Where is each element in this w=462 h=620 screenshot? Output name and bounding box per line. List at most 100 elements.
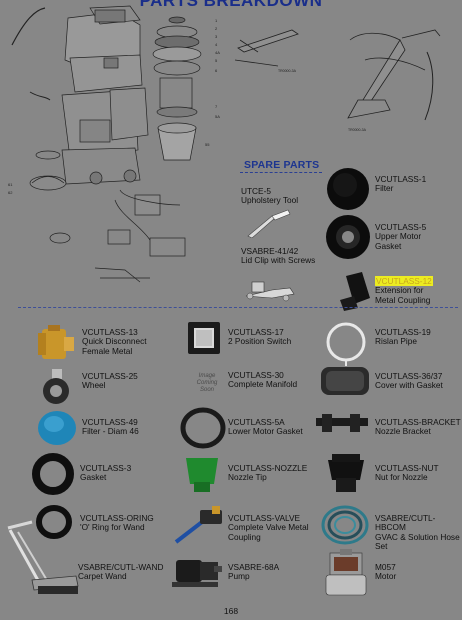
svg-text:3: 3 xyxy=(215,34,218,39)
svg-text:1: 1 xyxy=(215,18,218,23)
part-desc: Nozzle Bracket xyxy=(375,426,431,437)
part-desc: Filter - Diam 46 xyxy=(82,426,139,437)
part-desc: Carpet Wand xyxy=(78,571,127,582)
part-code: VCUTLASS-30 xyxy=(228,370,284,380)
page-number: 168 xyxy=(223,606,239,616)
part-desc: Upper Motor xyxy=(375,231,422,242)
filter-blue-icon xyxy=(38,411,76,445)
part-desc: GVAC & Solution Hose xyxy=(375,531,460,542)
part-desc: Pump xyxy=(228,571,250,582)
part-label-vsabre4142: VSABRE-41/42 Lid Clip with Screws xyxy=(241,246,316,266)
lid-clip-icon xyxy=(245,281,295,302)
part-label-vcutlass1: VCUTLASS-1 Filter xyxy=(375,174,427,194)
part-desc: Complete Manifold xyxy=(228,379,298,390)
part-code: M057 xyxy=(375,562,396,572)
upper-motor-gasket-icon xyxy=(326,215,370,259)
placeholder-line: Image xyxy=(198,373,216,379)
part-code: VCUTLASS-5A xyxy=(228,417,285,427)
part-label-pump: VSABRE-68A Pump xyxy=(228,562,280,582)
part-code: VCUTLASS-12 xyxy=(375,276,433,286)
part-label-vcutlass19: VCUTLASS-19 Rislan Pipe xyxy=(375,327,431,347)
part-code: VSABRE/CUTL-WAND xyxy=(78,562,164,572)
part-code: VCUTLASS-ORING xyxy=(80,513,154,523)
part-label-bracket: VCUTLASS-BRACKET Nozzle Bracket xyxy=(375,417,461,437)
part-label-hbcom: VSABRE/CUTL-HBCOM GVAC & Solution Hose S… xyxy=(375,513,462,552)
part-code: VCUTLASS-1 xyxy=(375,174,427,184)
part-desc: Nut for Nozzle xyxy=(375,472,428,483)
rislan-pipe-icon xyxy=(326,322,366,366)
spare-parts-heading: SPARE PARTS xyxy=(244,159,320,171)
part-desc: Motor xyxy=(375,571,397,582)
nozzle-tip-icon xyxy=(186,458,218,492)
part-code: VCUTLASS-19 xyxy=(375,327,431,337)
part-desc: Quick Disconnect xyxy=(82,336,147,347)
svg-text:2: 2 xyxy=(215,26,218,31)
quick-disconnect-icon xyxy=(38,325,74,359)
part-desc: Gasket xyxy=(80,472,107,483)
valve-icon xyxy=(174,506,222,544)
part-code: VCUTLASS-36/37 xyxy=(375,371,443,381)
part-label-valve: VCUTLASS-VALVE Complete Valve Metal Coup… xyxy=(228,513,309,542)
part-label-vcutlass17: VCUTLASS-17 2 Position Switch xyxy=(228,327,292,347)
gasket-icon xyxy=(32,453,74,495)
part-code: VCUTLASS-NUT xyxy=(375,463,439,473)
pump-icon xyxy=(172,560,222,587)
hose-set-icon xyxy=(321,505,369,545)
part-code: VCUTLASS-NOZZLE xyxy=(228,463,308,473)
svg-text:5: 5 xyxy=(215,58,218,63)
part-desc-2: Female Metal xyxy=(82,345,133,356)
divider xyxy=(240,172,322,173)
part-label-vcutlass30: VCUTLASS-30 Complete Manifold xyxy=(228,370,298,390)
part-label-vcutlass3637: VCUTLASS-36/37 Cover with Gasket xyxy=(375,371,443,391)
part-label-vcutlass5: VCUTLASS-5 Upper Motor Gasket xyxy=(375,222,426,251)
part-label-vcutlass13: VCUTLASS-13 Quick Disconnect Female Meta… xyxy=(82,327,147,356)
diagram-ref-label-2: TR0000-3A xyxy=(348,128,367,132)
part-label-vcutlass5a: VCUTLASS-5A Lower Motor Gasket xyxy=(228,417,303,437)
svg-text:5A: 5A xyxy=(215,114,220,119)
part-code: VCUTLASS-VALVE xyxy=(228,513,301,523)
part-code: VSABRE-41/42 xyxy=(241,246,299,256)
part-code: VSABRE-68A xyxy=(228,562,280,572)
part-desc: Extension for xyxy=(375,285,424,296)
diagram-ref-label: TR0000-3A xyxy=(278,69,297,73)
extension-coupling-icon xyxy=(340,272,370,311)
part-label-nut: VCUTLASS-NUT Nut for Nozzle xyxy=(375,463,439,483)
placeholder-line: Coming xyxy=(196,380,218,386)
part-code: VCUTLASS-3 xyxy=(80,463,132,473)
wand-diagram: TR0000-3A TR0000-3A xyxy=(234,29,441,132)
part-desc: Nozzle Tip xyxy=(228,472,267,483)
part-desc: Lid Clip with Screws xyxy=(241,255,316,266)
part-desc: Wheel xyxy=(82,380,106,391)
part-desc: Upholstery Tool xyxy=(241,195,299,206)
part-code: VCUTLASS-13 xyxy=(82,327,138,337)
carpet-wand-icon xyxy=(7,520,79,594)
part-desc: 'O' Ring for Wand xyxy=(80,522,145,533)
section-divider xyxy=(18,307,458,308)
switch-icon xyxy=(188,322,220,354)
part-code: VCUTLASS-BRACKET xyxy=(375,417,461,427)
part-code: VSABRE/CUTL-HBCOM xyxy=(375,513,436,533)
svg-text:7: 7 xyxy=(215,104,218,109)
svg-text:55: 55 xyxy=(205,142,210,147)
part-desc: Rislan Pipe xyxy=(375,336,417,347)
image-coming-soon: Image Coming Soon xyxy=(192,373,222,394)
placeholder-line: Soon xyxy=(199,387,214,393)
part-desc: 2 Position Switch xyxy=(228,336,292,347)
part-desc-2: Gasket xyxy=(375,240,402,251)
filter-icon xyxy=(327,168,369,210)
part-desc-2: Metal Coupling xyxy=(375,294,431,305)
part-label-wand: VSABRE/CUTL-WAND Carpet Wand xyxy=(78,562,164,582)
part-label-vcutlass49: VCUTLASS-49 Filter - Diam 46 xyxy=(82,417,139,437)
highlight: VCUTLASS-12 xyxy=(375,276,433,286)
part-code: UTCE-5 xyxy=(241,186,271,196)
part-label-vcutlass3: VCUTLASS-3 Gasket xyxy=(80,463,132,483)
nozzle-nut-icon xyxy=(328,454,364,492)
part-label-utce5: UTCE-5 Upholstery Tool xyxy=(241,186,299,206)
o-ring-icon xyxy=(36,505,72,539)
svg-text:61: 61 xyxy=(8,182,13,187)
part-label-vcutlass12: VCUTLASS-12 Extension for Metal Coupling xyxy=(375,276,433,305)
part-label-oring: VCUTLASS-ORING 'O' Ring for Wand xyxy=(80,513,154,533)
lower-motor-gasket-icon xyxy=(180,407,226,449)
svg-text:62: 62 xyxy=(8,190,13,195)
